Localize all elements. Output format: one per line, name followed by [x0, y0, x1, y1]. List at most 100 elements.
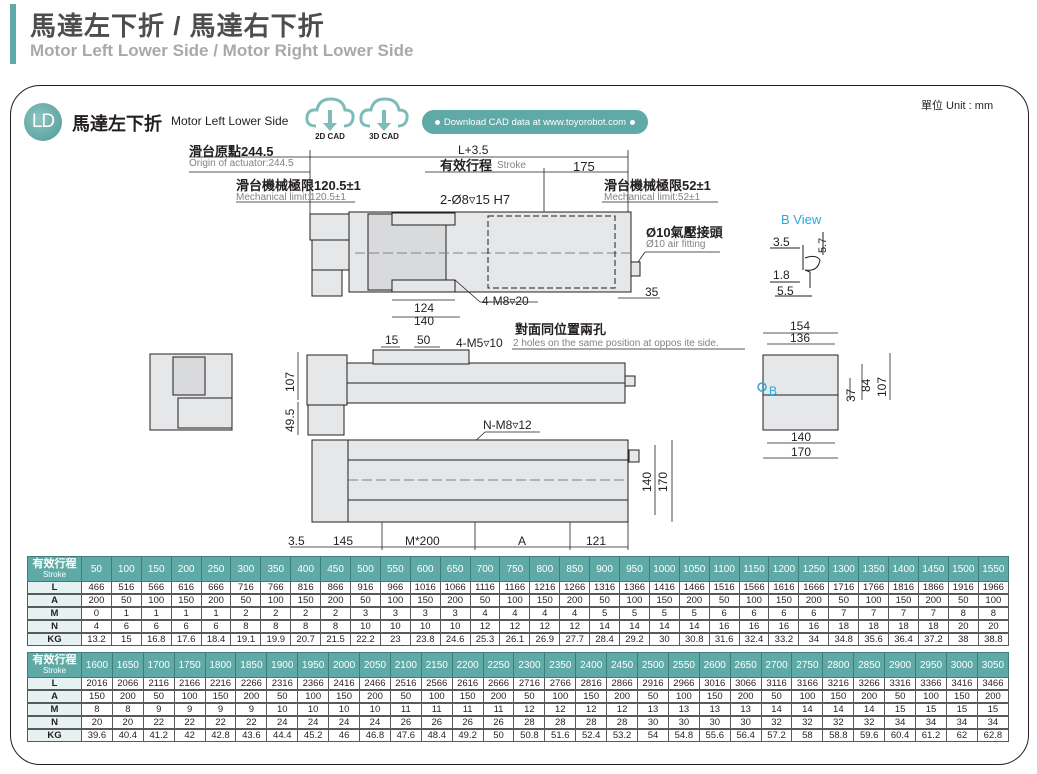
- stroke-value: 1650: [111, 652, 144, 678]
- stroke-value: 2800: [822, 652, 855, 678]
- table-cell: 14: [760, 702, 793, 717]
- table-cell: 50: [482, 728, 515, 742]
- table-cell: 1166: [499, 581, 531, 595]
- end-dim-170: 170: [791, 445, 812, 459]
- table-cell: 2316: [266, 677, 299, 691]
- table-cell: 3016: [698, 677, 731, 691]
- air-fitting-label: Ø10氣壓接頭: [646, 225, 723, 240]
- stroke-value: 2350: [544, 652, 577, 678]
- mech-limit-right: 滑台機械極限52±1: [604, 178, 711, 193]
- table-cell: 5: [678, 606, 710, 621]
- table-cell: 100: [738, 593, 770, 608]
- row-label: A: [27, 593, 82, 608]
- cad-3d-label: 3D CAD: [369, 132, 399, 141]
- table-cell: 28.4: [589, 632, 621, 646]
- table-cell: 53.2: [606, 728, 639, 742]
- table-cell: 36.4: [888, 632, 919, 646]
- table-cell: 46.8: [359, 728, 391, 742]
- table-cell: 3266: [853, 677, 886, 691]
- table-cell: 13: [637, 702, 669, 717]
- table-cell: 10: [439, 619, 471, 634]
- stroke-value: 2300: [513, 652, 546, 678]
- table-cell: 47.6: [389, 728, 422, 742]
- table-cell: 56.4: [729, 728, 762, 742]
- slider-plate-top: [391, 212, 456, 226]
- cad-3d-button[interactable]: 3D CAD: [358, 96, 410, 144]
- opposite-holes-label-en: 2 holes on the same position at oppos it…: [513, 338, 719, 349]
- table-cell: 26: [451, 715, 484, 730]
- table-cell: 4: [559, 606, 591, 621]
- table-cell: 2416: [328, 677, 361, 691]
- table-cell: 2516: [389, 677, 422, 691]
- table-cell: 466: [81, 581, 112, 595]
- table-cell: 11: [482, 702, 515, 717]
- cad-2d-button[interactable]: 2D CAD: [304, 96, 356, 144]
- table-cell: 200: [729, 689, 762, 704]
- table-cell: 11: [389, 702, 422, 717]
- table-cell: 50: [828, 593, 860, 608]
- table-cell: 2666: [482, 677, 515, 691]
- table-cell: 16: [708, 619, 740, 634]
- stroke-value: 2650: [729, 652, 762, 678]
- dim-175: 175: [573, 159, 595, 174]
- table-cell: 15: [110, 632, 142, 646]
- table-cell: 50: [589, 593, 621, 608]
- stroke-value: 1900: [266, 652, 299, 678]
- table-cell: 200: [678, 593, 710, 608]
- table-cell: 50: [760, 689, 793, 704]
- table-cell: 200: [798, 593, 830, 608]
- table-cell: 966: [379, 581, 411, 595]
- air-fitting-side: [624, 375, 636, 387]
- table-cell: 2816: [575, 677, 608, 691]
- slider-side: [372, 349, 470, 365]
- table-cell: 4: [499, 606, 531, 621]
- table-cell: 3: [379, 606, 411, 621]
- stroke-value: 50: [81, 556, 112, 582]
- table-cell: 58.8: [822, 728, 855, 742]
- table-cell: 100: [791, 689, 824, 704]
- dim-a: A: [518, 534, 527, 548]
- table-cell: 10: [359, 702, 391, 717]
- dim-35: 35: [645, 285, 659, 299]
- page-title: 馬達左下折 / 馬達右下折: [30, 11, 325, 41]
- download-cad-link[interactable]: Download CAD data at www.toyorobot.com: [422, 110, 648, 134]
- table-cell: 38.8: [977, 632, 1010, 646]
- stroke-value: 1100: [708, 556, 740, 582]
- table-cell: 20: [977, 619, 1010, 634]
- technical-drawing: [149, 150, 891, 550]
- end-dim-140: 140: [791, 430, 812, 444]
- table-cell: 25.3: [469, 632, 501, 646]
- table-cell: 566: [140, 581, 172, 595]
- stroke-value: 1950: [297, 652, 330, 678]
- table-cell: 200: [853, 689, 886, 704]
- table-cell: 150: [575, 689, 608, 704]
- table-cell: 30: [698, 715, 731, 730]
- table-cell: 3166: [791, 677, 824, 691]
- table-cell: 24: [297, 715, 330, 730]
- unit-label: 單位 Unit : mm: [921, 100, 994, 112]
- table-cell: 1316: [589, 581, 621, 595]
- stroke-value: 750: [499, 556, 531, 582]
- stroke-value: 1300: [828, 556, 860, 582]
- table-cell: 50: [350, 593, 381, 608]
- table-cell: 17.6: [170, 632, 202, 646]
- end-dim-37: 37: [844, 388, 858, 402]
- row-label: M: [27, 702, 82, 717]
- table-cell: 6: [170, 619, 202, 634]
- table-cell: 20.7: [290, 632, 322, 646]
- motor-flange-top: [311, 269, 343, 297]
- table-cell: 15: [884, 702, 917, 717]
- slider-top: [367, 213, 447, 291]
- table-cell: 1466: [678, 581, 710, 595]
- stroke-zone: [487, 215, 616, 289]
- table-cell: 50: [947, 593, 979, 608]
- stroke-value: 2050: [359, 652, 391, 678]
- table-cell: 7: [888, 606, 919, 621]
- table-cell: 55.6: [698, 728, 731, 742]
- ld-badge: LD: [24, 103, 62, 141]
- table-cell: 50: [110, 593, 142, 608]
- table-cell: 48.4: [420, 728, 453, 742]
- table-cell: 8: [230, 619, 262, 634]
